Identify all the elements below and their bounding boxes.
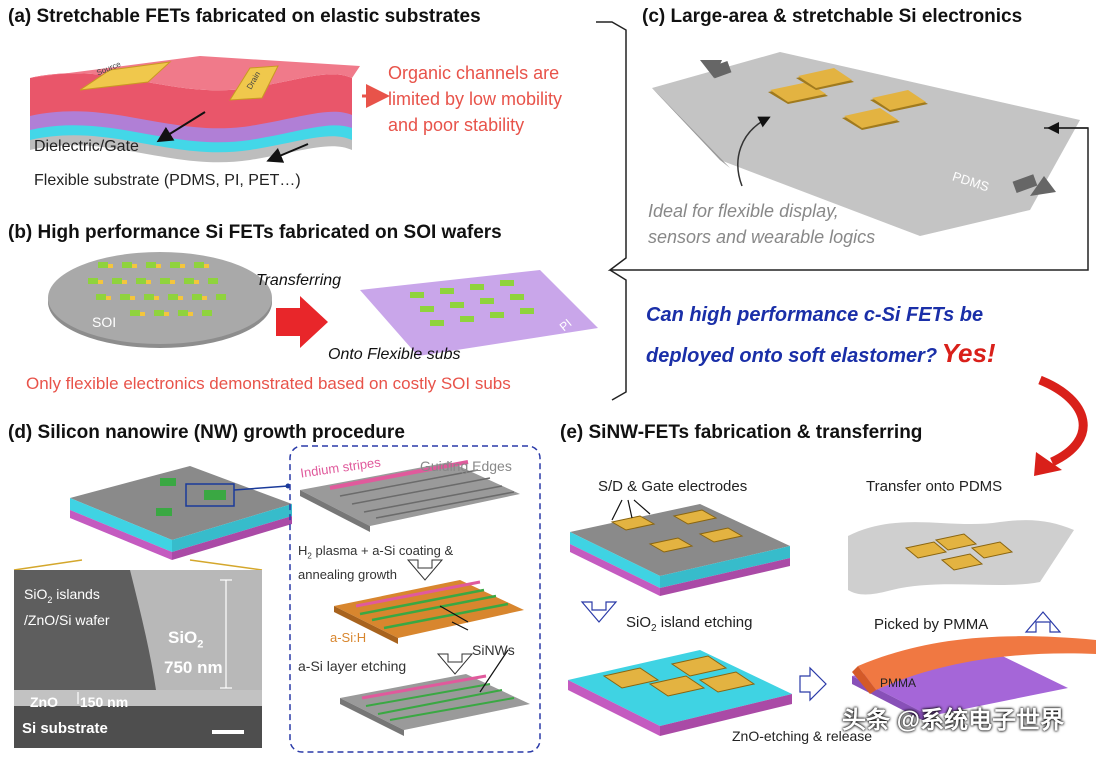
bracket-b-to-c [609,269,627,401]
pmma-label: PMMA [880,676,916,690]
transfer-arrow [276,296,328,348]
panel-b-soi-devices [88,262,226,316]
sem-islands-label: SiO2 islands /ZnO/Si wafer [24,586,110,628]
h2-rest: plasma + a-Si coating & [315,543,454,558]
sio2-etch-prefix: SiO [626,614,652,631]
sem-image [14,570,262,748]
proc-step-3 [340,674,530,736]
panel-c-ideal: Ideal for flexible display, sensors and … [648,198,875,250]
asih-label: a-Si:H [330,630,367,645]
transferring-label: Transferring [256,272,342,289]
right-arrow-e [799,666,827,702]
h2-plasma-label: H2 plasma + a-Si coating & annealing gro… [298,543,454,582]
panel-a-title: (a) Stretchable FETs fabricated on elast… [8,6,481,27]
sem-zno-row: ZnO 150 nm [30,694,128,710]
panel-b-pi-devices [410,280,534,326]
watermark: 头条 @系统电子世界 [842,707,1065,734]
yes-curved-arrow [1038,375,1088,467]
onto-flexible-label: Onto Flexible subs [328,346,461,363]
panel-d-wafer [70,466,292,560]
panel-a-note-line-3: and poor stability [388,115,525,135]
down-arrow-1 [406,559,444,581]
transfer-pdms-label: Transfer onto PDMS [866,478,1003,495]
panel-a-note-line-1: Organic channels are [388,63,560,83]
panel-c-pdms-sheet [652,52,1080,236]
proc-step-2 [334,580,524,644]
sem-150nm: 150 nm [79,694,129,710]
panel-e-pdms-sheet [848,520,1074,595]
sd-gate-label: S/D & Gate electrodes [598,478,748,495]
guiding-edges-label: Guiding Edges [420,458,512,474]
stretch-arrow-left [700,60,722,78]
zno-release-label: ZnO-etching & release [732,728,873,744]
zoom-line [233,485,289,491]
h2-prefix: H [298,543,308,558]
panel-c-ideal-line-2: sensors and wearable logics [648,227,876,247]
down-arrow-e1 [580,601,618,623]
down-arrow-2 [436,653,474,675]
panel-b-soi-pads [98,264,209,316]
stretch-arrow-right [1030,176,1056,196]
sio2-etching-label: SiO2 island etching [626,614,753,634]
panel-e-title: (e) SiNW-FETs fabrication & transferring [560,422,923,443]
panel-c-title: (c) Large-area & stretchable Si electron… [642,6,1023,27]
panel-a-note: Organic channels are limited by low mobi… [388,60,562,138]
ideal-arrow [737,116,771,187]
panel-c-ideal-line-1: Ideal for flexible display, [648,201,839,221]
panel-e-step2-wafer [568,650,792,736]
panel-e-step1-wafer [570,504,790,596]
panel-a-note-line-2: limited by low mobility [388,89,563,109]
sem-sio2-thickness: SiO2 750 nm [164,626,223,680]
up-arrow-e [1024,611,1062,633]
sem-sio2-label: SiO [168,628,198,647]
sem-sio2-prefix: SiO [24,586,48,602]
panel-b-title: (b) High performance Si FETs fabricated … [8,222,502,243]
question-line-2: deployed onto soft elastomer? [646,345,938,367]
panel-e-pmma-stack [852,636,1096,724]
panel-b-pi-substrate [360,270,598,356]
dielectric-gate-label: Dielectric/Gate [34,138,139,155]
asi-etching-label: a-Si layer etching [298,658,407,674]
flexible-substrate-label: Flexible substrate (PDMS, PI, PET…) [34,172,301,189]
bracket-a-to-c [596,21,655,271]
proc-step-1 [300,460,520,532]
question-line-1: Can high performance c-Si FETs be [646,304,984,326]
soi-label: SOI [92,314,117,330]
substrate-arrow [266,143,309,163]
sem-750nm: 750 nm [164,658,223,678]
picked-pmma-label: Picked by PMMA [874,616,989,633]
sio2-etch-rest: island etching [660,614,753,631]
dielectric-arrow [156,111,206,143]
sem-zno-label: ZnO [30,694,58,710]
sem-si-substrate: Si substrate [22,720,108,737]
panel-d-title: (d) Silicon nanowire (NW) growth procedu… [8,422,405,443]
question-line-2-row: deployed onto soft elastomer? Yes! [646,338,996,369]
sem-zno-wafer: /ZnO/Si wafer [24,611,110,628]
annealing-label: annealing growth [298,566,398,582]
procedure-box [289,445,541,753]
sem-islands: islands [56,586,100,602]
sinws-label: SiNWs [472,642,515,658]
panel-c-devices [768,68,928,130]
yes-label: Yes! [941,338,996,368]
panel-b-note: Only flexible electronics demonstrated b… [26,374,511,393]
